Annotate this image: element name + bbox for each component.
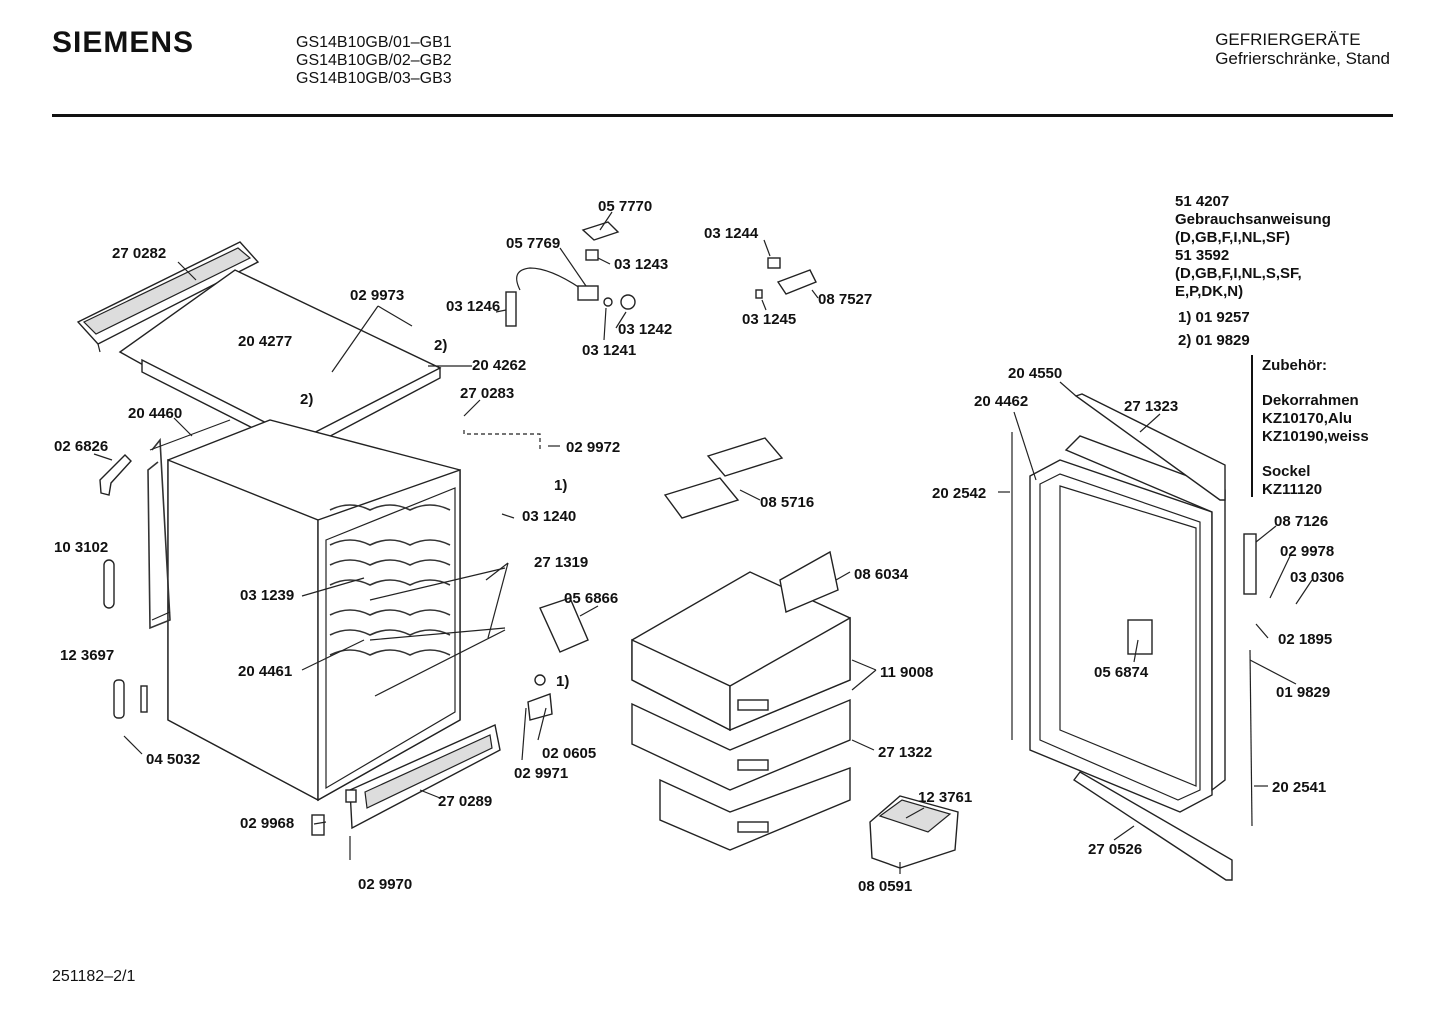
part-label: 02 9970 — [358, 876, 412, 893]
part-label: 04 5032 — [146, 751, 200, 768]
note-line: (D,GB,F,I,NL,S,SF, — [1175, 265, 1302, 282]
drawers — [631, 550, 851, 851]
part-label: 08 7126 — [1274, 513, 1328, 530]
part-label: 05 6874 — [1094, 664, 1149, 681]
part-label: 20 4460 — [128, 405, 182, 422]
left-small-parts — [99, 454, 357, 836]
part-label: 02 1895 — [1278, 631, 1332, 648]
part-label: 08 5716 — [760, 494, 814, 511]
part-label: 02 9971 — [514, 765, 568, 782]
part-label: 27 0283 — [460, 385, 514, 402]
model-line: GS14B10GB/02–GB2 — [296, 52, 452, 69]
drawing-number: 251182–2/1 — [52, 968, 136, 985]
part-label: 02 9972 — [566, 439, 620, 456]
part-label: 27 1322 — [878, 744, 932, 761]
part-label: 03 1240 — [522, 508, 576, 525]
brand-logo: SIEMENS — [52, 26, 195, 59]
accessory-line: KZ10190,weiss — [1262, 428, 1369, 445]
plinth-grille — [349, 724, 501, 830]
header-divider — [52, 114, 1393, 117]
part-label: 20 2541 — [1272, 779, 1326, 796]
part-label: 02 9973 — [350, 287, 404, 304]
accessory-line: KZ10170,Alu — [1262, 410, 1353, 427]
accessory-line: Sockel — [1262, 463, 1311, 480]
part-label: 03 0306 — [1290, 569, 1344, 586]
part-label: 12 3697 — [60, 647, 114, 664]
ice-cube-tray — [869, 795, 959, 869]
note-line: Gebrauchsanweisung — [1175, 211, 1331, 228]
part-label: 08 7527 — [818, 291, 872, 308]
accessory-line: Dekorrahmen — [1262, 392, 1359, 409]
part-label: 20 4461 — [238, 663, 292, 680]
accessory-line: KZ11120 — [1262, 481, 1323, 498]
manual-notes: 51 4207 Gebrauchsanweisung (D,GB,F,I,NL,… — [1175, 193, 1331, 301]
accessory-plinth: Sockel KZ11120 — [1262, 463, 1322, 499]
model-list: GS14B10GB/01–GB1 GS14B10GB/02–GB2 GS14B1… — [296, 34, 452, 88]
part-label: 11 9008 — [880, 664, 933, 681]
part-label: 05 7769 — [506, 235, 560, 252]
part-label: 1) — [556, 673, 569, 690]
part-label: 02 6826 — [54, 438, 108, 455]
model-line: GS14B10GB/01–GB1 — [296, 34, 452, 51]
shelf-bars — [369, 567, 506, 697]
hinge-cover — [527, 597, 589, 721]
part-label: 20 2542 — [932, 485, 986, 502]
category-title: GEFRIERGERÄTE — [1215, 30, 1361, 49]
part-label: 27 0526 — [1088, 841, 1142, 858]
part-label: 03 1241 — [582, 342, 636, 359]
part-label: 03 1246 — [446, 298, 500, 315]
category-subtitle: Gefrierschränke, Stand — [1215, 49, 1390, 68]
cabinet — [167, 419, 461, 802]
ice-packs — [663, 437, 784, 519]
part-label: 27 1323 — [1124, 398, 1178, 415]
note-line: 51 4207 — [1175, 193, 1230, 210]
accessory-title: Zubehör: — [1262, 357, 1327, 374]
accessory-bar — [1251, 355, 1253, 497]
part-label: 20 4262 — [472, 357, 526, 374]
top-grille — [76, 241, 260, 353]
part-labels: 27 0282 20 4277 02 9973 2) 2) 20 4262 20… — [54, 198, 1344, 895]
part-label: 08 6034 — [854, 566, 909, 583]
part-label: 03 1242 — [618, 321, 672, 338]
part-label: 03 1243 — [614, 256, 668, 273]
part-label: 1) — [554, 477, 567, 494]
part-label: 27 0289 — [438, 793, 492, 810]
footnote-2: 2) 01 9829 — [1178, 332, 1250, 349]
accessory-frames: Dekorrahmen KZ10170,Alu KZ10190,weiss — [1262, 392, 1369, 446]
evaporator-shelves — [329, 504, 451, 656]
condenser — [147, 419, 231, 630]
part-label: 2) — [300, 391, 313, 408]
leader-lines — [93, 211, 1313, 874]
part-label: 20 4277 — [238, 333, 292, 350]
part-label: 12 3761 — [918, 789, 972, 806]
thermostat-group — [505, 221, 817, 327]
part-label: 03 1244 — [704, 225, 759, 242]
note-line: 51 3592 — [1175, 247, 1230, 264]
part-label: 2) — [434, 337, 447, 354]
part-label: 05 6866 — [564, 590, 618, 607]
part-label: 10 3102 — [54, 539, 108, 556]
part-label: 02 0605 — [542, 745, 596, 762]
part-label: 20 4462 — [974, 393, 1028, 410]
note-line: E,P,DK,N) — [1175, 283, 1244, 300]
part-label: 27 1319 — [534, 554, 588, 571]
category: GEFRIERGERÄTE Gefrierschränke, Stand — [1215, 30, 1390, 68]
part-label: 02 9978 — [1280, 543, 1334, 560]
model-line: GS14B10GB/03–GB3 — [296, 70, 452, 87]
note-line: (D,GB,F,I,NL,SF) — [1175, 229, 1290, 246]
part-label: 20 4550 — [1008, 365, 1062, 382]
part-label: 01 9829 — [1276, 684, 1330, 701]
footnote-1: 1) 01 9257 — [1178, 309, 1250, 326]
part-label: 27 0282 — [112, 245, 166, 262]
part-label: 05 7770 — [598, 198, 652, 215]
door-assembly — [1011, 393, 1257, 881]
part-label: 03 1239 — [240, 587, 294, 604]
part-label: 02 9968 — [240, 815, 294, 832]
part-label: 03 1245 — [742, 311, 796, 328]
part-label: 08 0591 — [858, 878, 912, 895]
